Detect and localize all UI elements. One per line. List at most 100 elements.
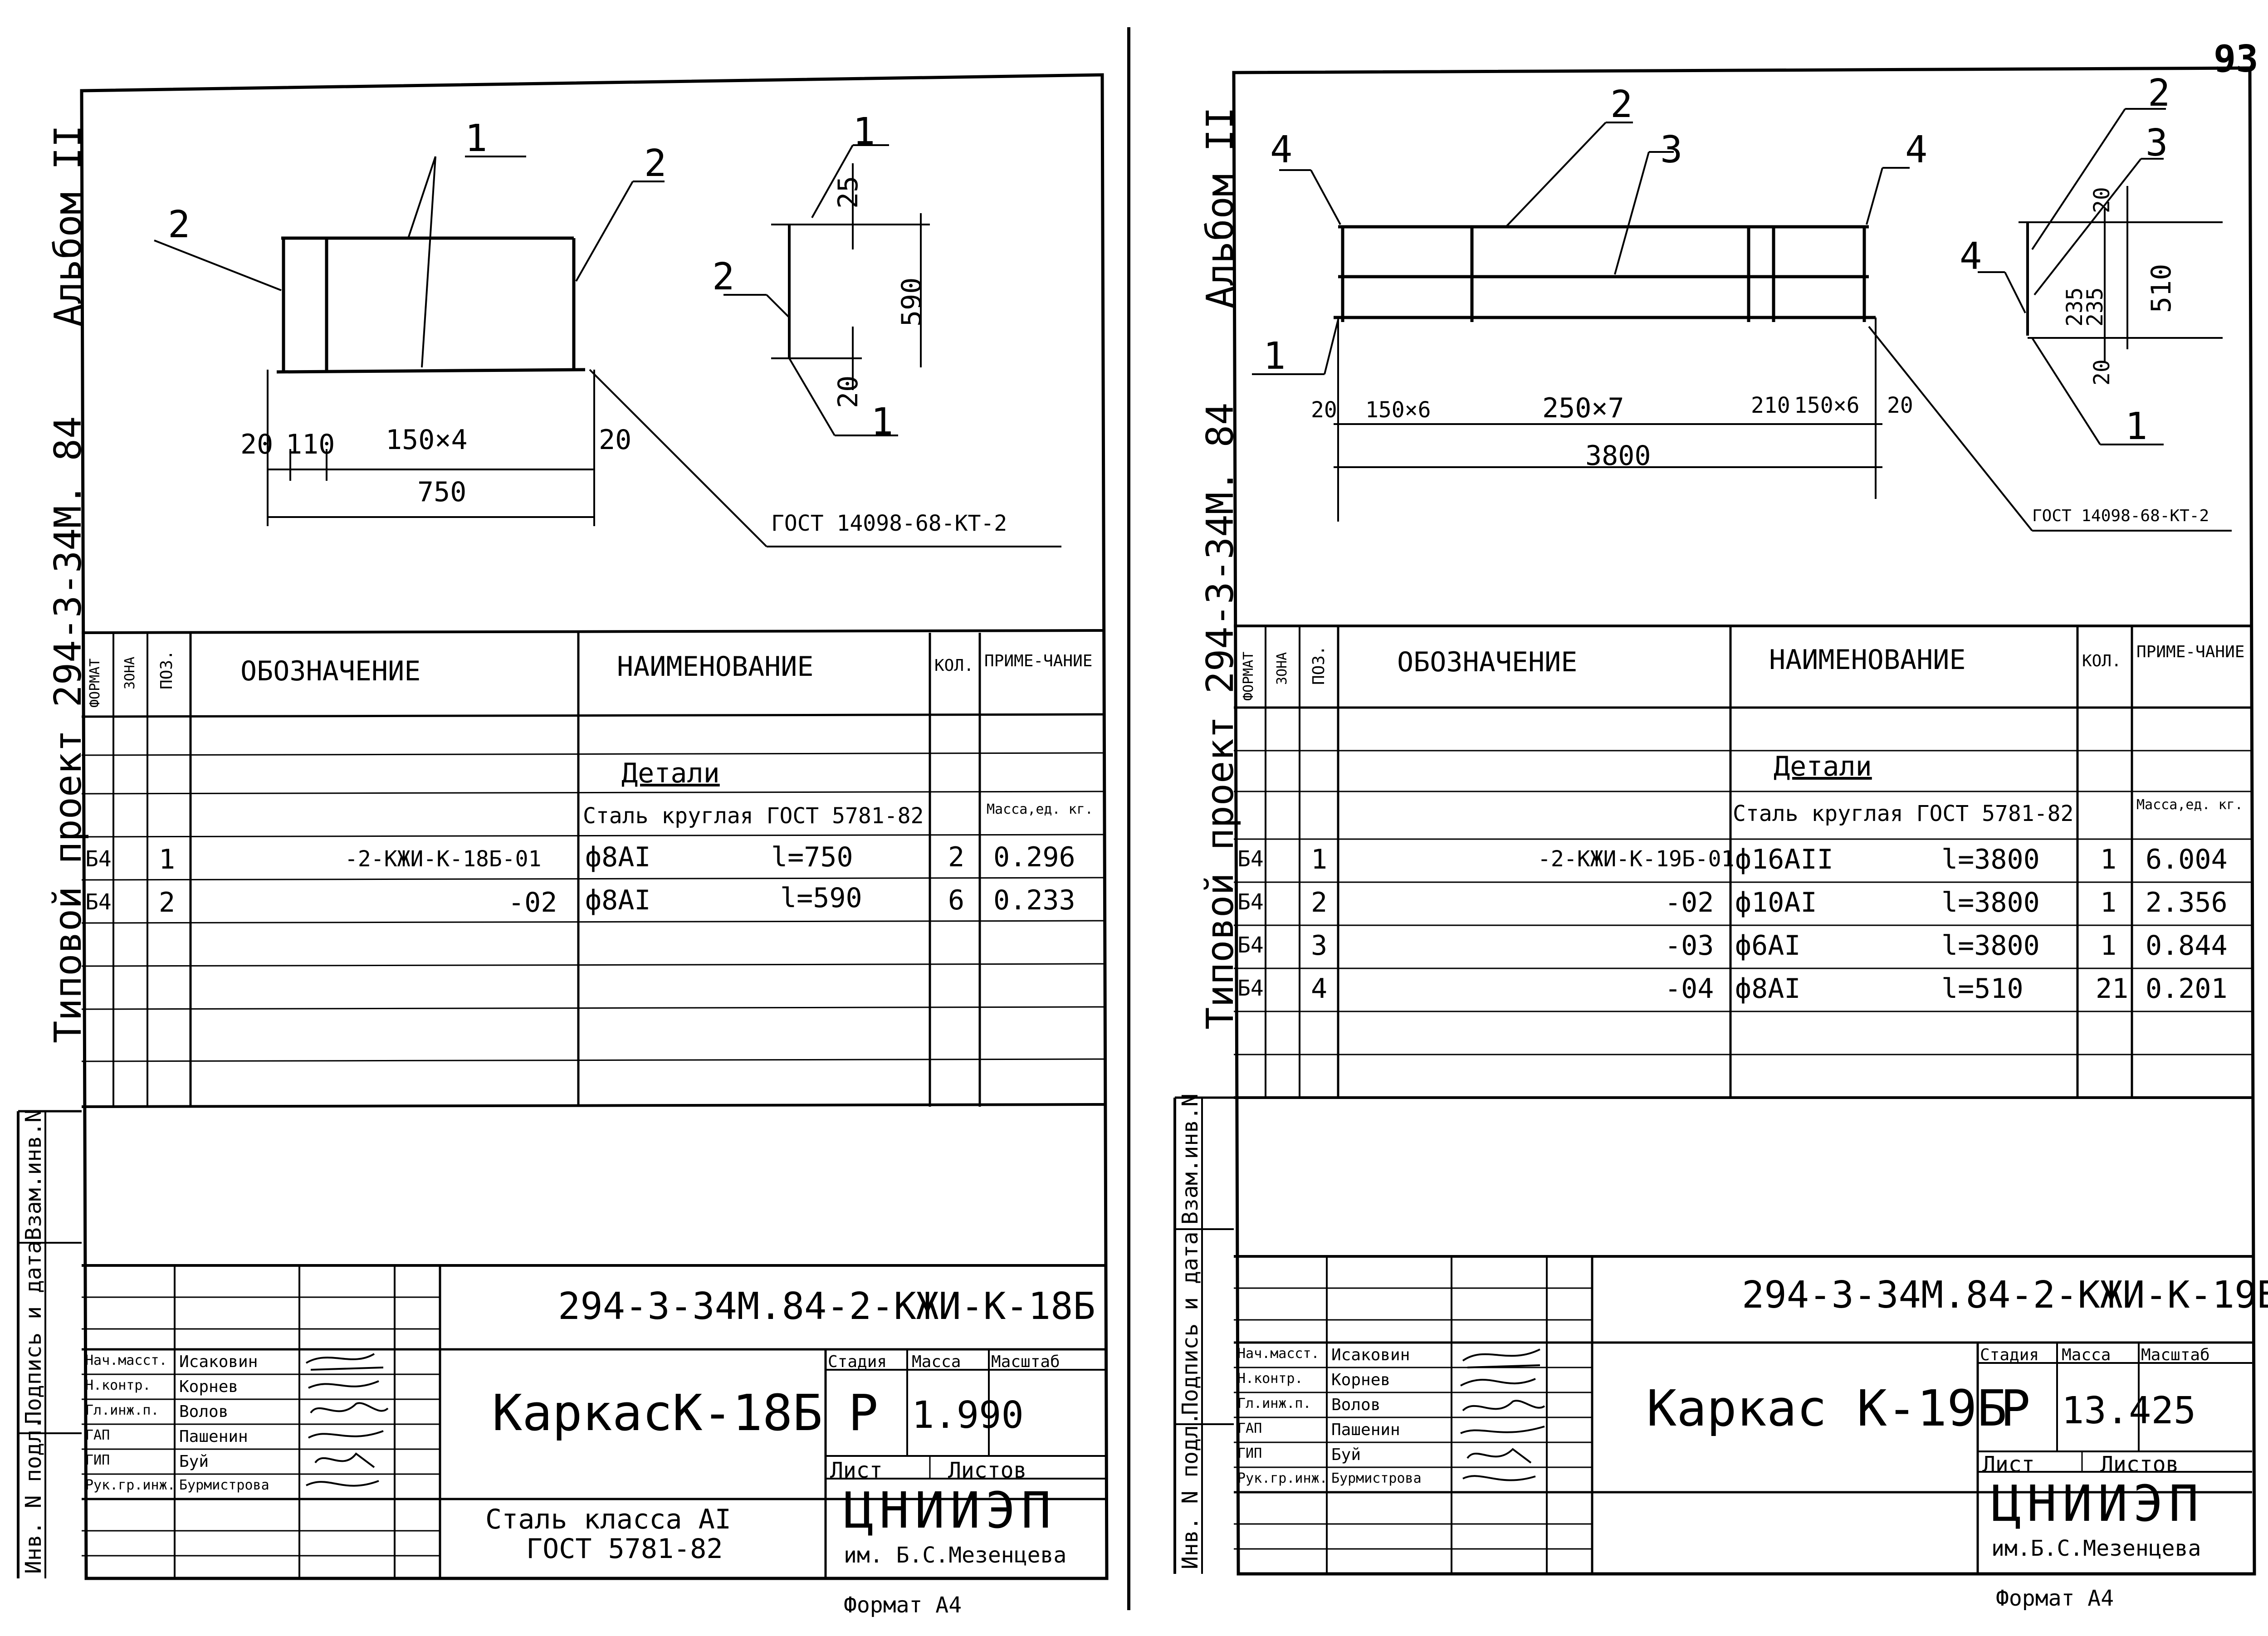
right-sheet: Альбом II Типовой проект 294-3-34М. 84 И…: [1143, 0, 2268, 1636]
hdr-qty: КОЛ.: [2082, 652, 2121, 670]
project-label: Типовой проект 294-3-34М. 84: [1199, 402, 1242, 1030]
format-label: Формат А4: [844, 1592, 962, 1618]
drawing-title: Каркас К-19Б: [1647, 1379, 2007, 1437]
name-5: Буй: [179, 1452, 209, 1471]
role-2: Н.контр.: [85, 1377, 151, 1393]
hdr-format: ФОРМАТ: [87, 658, 103, 708]
dim-110: 110: [286, 429, 335, 460]
stage-header: Стадия: [1980, 1346, 2039, 1364]
row2-format: Б4: [85, 889, 112, 915]
name-6: Бурмистрова: [1331, 1470, 1422, 1486]
stage-value: Р: [2000, 1379, 2031, 1437]
row1-format: Б4: [85, 846, 112, 872]
section-dim-510: 510: [2146, 264, 2177, 313]
left-sheet: Альбом II Типовой проект 294-3-34М. 84 И…: [0, 0, 1125, 1636]
dim-3800: 3800: [1585, 440, 1651, 472]
section-dim-590: 590: [896, 277, 928, 327]
section-dim-25: 25: [832, 176, 864, 209]
gost-label: ГОСТ 14098-68-КТ-2: [771, 511, 1007, 536]
role-1: Нач.масст.: [85, 1353, 167, 1368]
row1-qty: 1: [2100, 844, 2117, 875]
label-4-left: 4: [1270, 128, 1293, 171]
row1-designation: -2-КЖИ-К-18Б-01: [345, 846, 542, 872]
name-4: Пашенин: [179, 1427, 248, 1446]
role-4: ГАП: [85, 1427, 110, 1443]
mass-value: 1.990: [912, 1394, 1024, 1437]
name-2: Корнев: [179, 1377, 239, 1396]
section-dim-235b: 235: [2082, 287, 2108, 327]
right-sheet-lines: [1173, 66, 2256, 1576]
section-label-3: 3: [2146, 122, 2168, 165]
name-3: Волов: [179, 1402, 229, 1421]
row2-qty: 6: [948, 884, 965, 916]
hdr-zone: ЗОНА: [1274, 652, 1290, 685]
role-1: Нач.масст.: [1237, 1346, 1320, 1362]
name-4: Пашенин: [1331, 1421, 1400, 1439]
side-label-sign: Подпись и дата: [21, 1240, 46, 1424]
row1-name: ф8АI: [585, 841, 651, 873]
side-label-sign: Подпись и дата: [1178, 1231, 1203, 1415]
hdr-designation: ОБОЗНАЧЕНИЕ: [1397, 646, 1578, 678]
hdr-note: ПРИМЕ-ЧАНИЕ: [2136, 643, 2245, 661]
material-line-2: ГОСТ 5781-82: [526, 1533, 723, 1565]
org-subtitle: им.Б.С.Мезенцева: [1991, 1536, 2201, 1561]
row3-pos: 3: [1311, 930, 1328, 962]
hdr-pos: ПОЗ.: [157, 650, 176, 689]
row1-name: ф16АII: [1735, 844, 1833, 875]
row2-format: Б4: [1237, 889, 1264, 915]
row3-qty: 1: [2100, 930, 2117, 962]
row1-note: 0.296: [993, 841, 1075, 873]
hdr-note: ПРИМЕ-ЧАНИЕ: [984, 652, 1093, 670]
dim-150x6-l: 150×6: [1365, 397, 1431, 423]
format-label: Формат А4: [1996, 1586, 2114, 1611]
dim-20-r: 20: [1887, 393, 1913, 418]
row4-length: l=510: [1941, 973, 2024, 1005]
sheets-header: Листов: [2100, 1452, 2179, 1477]
name-6: Бурмистрова: [179, 1477, 269, 1493]
row1-pos: 1: [1311, 844, 1328, 875]
hdr-zone: ЗОНА: [122, 656, 138, 689]
role-5: ГИП: [1237, 1446, 1262, 1461]
row1-pos: 1: [159, 844, 176, 875]
material-gost: Сталь круглая ГОСТ 5781-82: [583, 803, 924, 829]
mass-header-tb: Масса: [912, 1353, 961, 1371]
scale-header: Масштаб: [2141, 1346, 2210, 1364]
org-subtitle: им. Б.С.Мезенцева: [844, 1543, 1067, 1568]
row3-designation: -03: [1665, 930, 1714, 962]
role-2: Н.контр.: [1237, 1371, 1303, 1387]
section-dim-20-bottom: 20: [2089, 359, 2115, 386]
mass-value: 13.425: [2062, 1389, 2196, 1432]
section-label-4: 4: [1960, 235, 1982, 278]
left-sheet-lines: [17, 73, 1109, 1580]
section-label-1: 1: [2125, 405, 2148, 448]
section-dim-20: 20: [832, 375, 864, 408]
drawing-code: 294-3-34М.84-2-КЖИ-К-19Б: [1742, 1274, 2268, 1317]
side-label-inv: Инв. N подл.: [21, 1416, 46, 1574]
stage-header: Стадия: [828, 1353, 887, 1371]
drawing-code: 294-3-34М.84-2-КЖИ-К-18Б: [558, 1285, 1095, 1328]
label-2: 2: [1610, 83, 1633, 126]
hdr-designation: ОБОЗНАЧЕНИЕ: [240, 655, 421, 687]
section-dim-20-top: 20: [2089, 187, 2115, 213]
material-line-1: Сталь класса АI: [485, 1504, 731, 1535]
hdr-pos: ПОЗ.: [1310, 645, 1328, 685]
sheets-header: Листов: [948, 1458, 1027, 1483]
row2-note: 2.356: [2146, 887, 2228, 918]
drawing-title: КаркасК-18Б: [492, 1384, 823, 1442]
section-pos-1: 1: [853, 110, 875, 153]
sheet-header: Лист: [1982, 1452, 2035, 1477]
label-4-right: 4: [1905, 128, 1928, 171]
mass-header: Масса,ед. кг.: [2136, 797, 2243, 813]
section-pos-2: 2: [712, 255, 735, 298]
role-4: ГАП: [1237, 1421, 1262, 1436]
label-3: 3: [1660, 128, 1683, 171]
row3-note: 0.844: [2146, 930, 2228, 962]
side-label-inv: Инв. N подл.: [1178, 1412, 1203, 1569]
row2-name: ф10АI: [1735, 887, 1817, 918]
row4-pos: 4: [1311, 973, 1328, 1005]
album-label: Альбом II: [1199, 107, 1242, 308]
label-1-left: 1: [1263, 335, 1286, 378]
name-3: Волов: [1331, 1396, 1381, 1414]
dim-210: 210: [1751, 393, 1790, 418]
label-pos-1: 1: [465, 117, 488, 160]
